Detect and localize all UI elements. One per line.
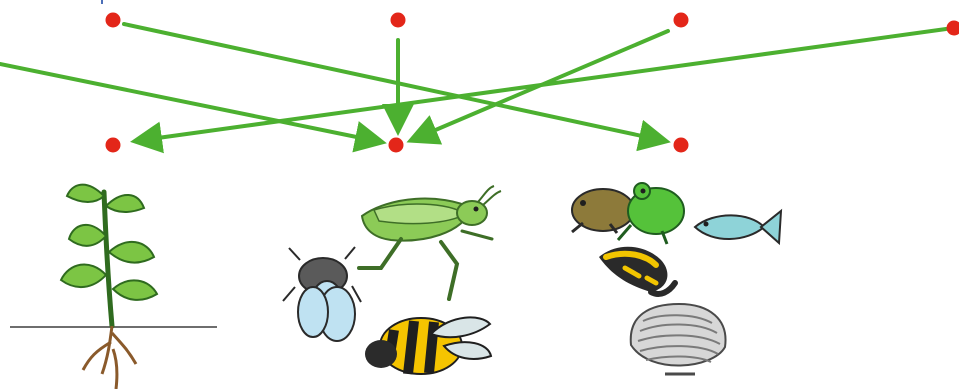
node-group	[105, 12, 959, 153]
plant-root	[111, 348, 119, 389]
arrow-top4-to-bottom1	[130, 27, 948, 154]
salamander-icon	[599, 246, 678, 297]
plant-icon	[10, 183, 217, 389]
plant-leaf	[104, 194, 146, 213]
frog-icon	[616, 182, 685, 245]
plant-stem	[101, 189, 115, 329]
arrow-top1-to-bottom3	[122, 22, 671, 152]
node-bottom-3	[673, 137, 689, 153]
plant-root	[81, 340, 112, 371]
node-top-4	[946, 20, 959, 36]
plant-leaf	[107, 241, 156, 264]
plant-leaf	[59, 263, 108, 288]
clam-icon	[629, 302, 727, 376]
toad-icon	[571, 188, 635, 234]
frog-fish-salamander-clam-icon	[571, 182, 783, 376]
insects-icon	[282, 185, 502, 375]
top-edge-mark	[101, 0, 103, 4]
node-top-3	[673, 12, 689, 28]
node-bottom-2	[388, 137, 404, 153]
node-bottom-1	[105, 137, 121, 153]
bee-icon	[365, 316, 493, 375]
plant-leaf	[65, 183, 106, 203]
plant-leaf	[111, 279, 159, 301]
fly-icon	[282, 246, 362, 342]
grasshopper-icon	[357, 185, 502, 301]
arrow-group	[0, 22, 948, 154]
arrow-left-to-bottom2	[0, 62, 387, 153]
plant-leaf	[67, 224, 108, 247]
plant-root	[100, 325, 114, 375]
node-top-1	[105, 12, 121, 28]
plant-root	[110, 331, 138, 365]
fish-icon	[693, 208, 783, 246]
node-top-2	[390, 12, 406, 28]
